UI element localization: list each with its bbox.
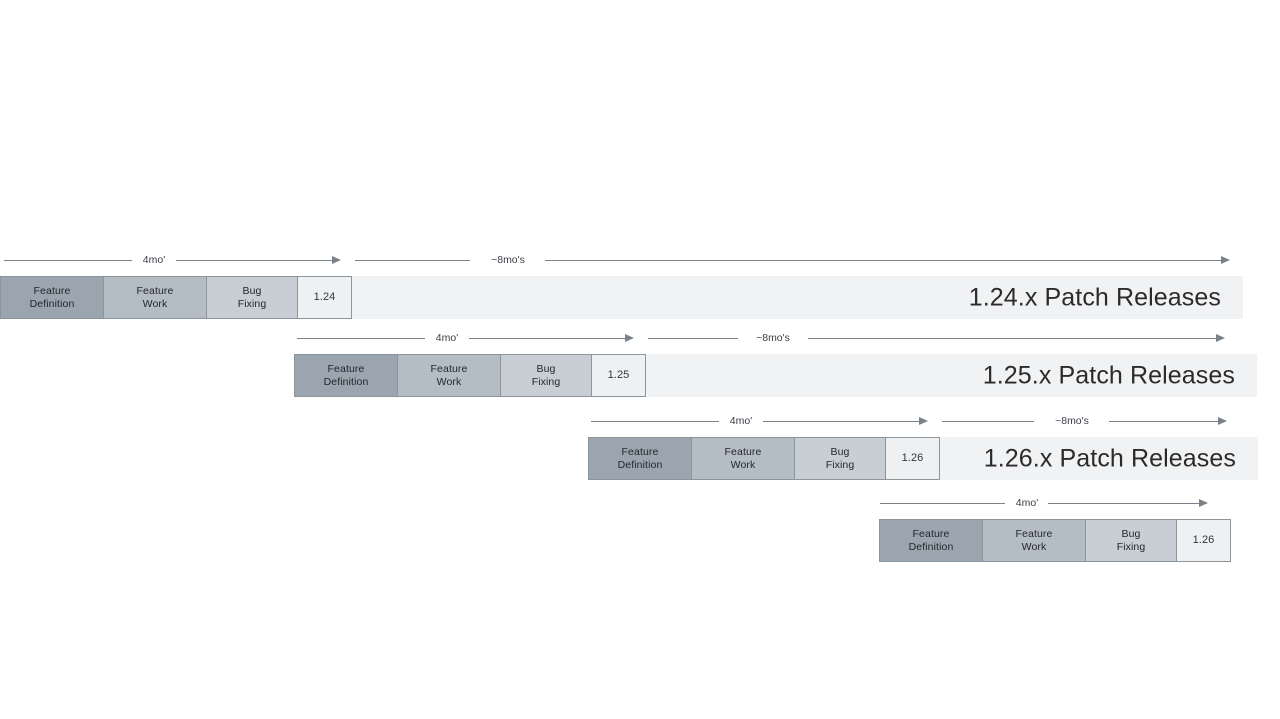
dev-duration-arrow-1-24: 4mo'	[4, 252, 344, 268]
patch-release-band-1-26: 1.26.x Patch Releases	[938, 437, 1258, 480]
arrow-segment-left	[880, 503, 1005, 504]
version-badge-1-24[interactable]: 1.24	[297, 276, 352, 319]
arrow-head-icon	[1199, 499, 1208, 507]
patch-duration-label-1-24: ~8mo's	[491, 254, 525, 266]
dev-duration-arrow-next: 4mo'	[880, 495, 1212, 511]
version-badge-label: 1.24	[313, 291, 336, 303]
version-badge-label: 1.26	[1192, 534, 1215, 546]
phase-bug-fixing-1-24[interactable]: Bug Fixing	[206, 276, 298, 319]
dev-duration-arrow-1-26: 4mo'	[591, 413, 931, 429]
patch-release-band-1-24: 1.24.x Patch Releases	[352, 276, 1243, 319]
dev-duration-label-1-25: 4mo'	[435, 332, 459, 344]
phase-bar-1-26: Feature Definition Feature Work Bug Fixi…	[588, 437, 940, 480]
phase-feature-definition-1-24[interactable]: Feature Definition	[0, 276, 104, 319]
arrow-segment-left	[648, 338, 738, 339]
phase-feature-definition-next[interactable]: Feature Definition	[879, 519, 983, 562]
phase-bug-fixing-1-26[interactable]: Bug Fixing	[794, 437, 886, 480]
arrow-segment-left	[355, 260, 470, 261]
phase-bar-1-24: Feature Definition Feature Work Bug Fixi…	[0, 276, 352, 319]
phase-label: Feature Work	[136, 284, 174, 310]
phase-bug-fixing-next[interactable]: Bug Fixing	[1085, 519, 1177, 562]
phase-bug-fixing-1-25[interactable]: Bug Fixing	[500, 354, 592, 397]
arrow-head-icon	[1221, 256, 1230, 264]
arrow-segment-right	[469, 338, 626, 339]
arrow-segment-left	[297, 338, 425, 339]
arrow-segment-left	[942, 421, 1034, 422]
patch-duration-label-1-26: ~8mo's	[1055, 415, 1089, 427]
patch-duration-arrow-1-26: ~8mo's	[942, 413, 1236, 429]
arrow-segment-right	[1109, 421, 1219, 422]
phase-label: Bug Fixing	[237, 284, 267, 310]
phase-label: Feature Definition	[617, 445, 663, 471]
arrow-segment-right	[808, 338, 1218, 339]
version-badge-1-25[interactable]: 1.25	[591, 354, 646, 397]
dev-duration-arrow-1-25: 4mo'	[297, 330, 637, 346]
arrow-segment-right	[545, 260, 1223, 261]
phase-feature-definition-1-25[interactable]: Feature Definition	[294, 354, 398, 397]
phase-label: Feature Definition	[29, 284, 75, 310]
arrow-head-icon	[919, 417, 928, 425]
patch-release-label-1-26: 1.26.x Patch Releases	[983, 444, 1236, 472]
patch-release-label-1-25: 1.25.x Patch Releases	[982, 361, 1235, 389]
version-badge-1-26[interactable]: 1.26	[885, 437, 940, 480]
phase-label: Feature Work	[430, 362, 468, 388]
dev-duration-label-next: 4mo'	[1015, 497, 1039, 509]
patch-release-band-1-25: 1.25.x Patch Releases	[645, 354, 1257, 397]
dev-duration-label-1-24: 4mo'	[142, 254, 166, 266]
arrow-segment-left	[591, 421, 719, 422]
phase-feature-work-1-25[interactable]: Feature Work	[397, 354, 501, 397]
patch-duration-label-1-25: ~8mo's	[756, 332, 790, 344]
arrow-head-icon	[1216, 334, 1225, 342]
phase-label: Bug Fixing	[531, 362, 561, 388]
phase-label: Bug Fixing	[1116, 527, 1146, 553]
patch-duration-arrow-1-25: ~8mo's	[648, 330, 1236, 346]
phase-feature-work-1-26[interactable]: Feature Work	[691, 437, 795, 480]
arrow-head-icon	[1218, 417, 1227, 425]
arrow-head-icon	[332, 256, 341, 264]
arrow-head-icon	[625, 334, 634, 342]
phase-feature-work-1-24[interactable]: Feature Work	[103, 276, 207, 319]
arrow-segment-right	[1048, 503, 1200, 504]
phase-label: Feature Definition	[323, 362, 369, 388]
phase-label: Feature Work	[724, 445, 762, 471]
phase-label: Feature Definition	[908, 527, 954, 553]
phase-feature-definition-1-26[interactable]: Feature Definition	[588, 437, 692, 480]
phase-label: Feature Work	[1015, 527, 1053, 553]
arrow-segment-right	[763, 421, 920, 422]
phase-feature-work-next[interactable]: Feature Work	[982, 519, 1086, 562]
phase-label: Bug Fixing	[825, 445, 855, 471]
dev-duration-label-1-26: 4mo'	[729, 415, 753, 427]
phase-bar-1-25: Feature Definition Feature Work Bug Fixi…	[294, 354, 646, 397]
version-badge-label: 1.25	[607, 369, 630, 381]
arrow-segment-right	[176, 260, 333, 261]
patch-release-label-1-24: 1.24.x Patch Releases	[968, 283, 1221, 311]
phase-bar-next: Feature Definition Feature Work Bug Fixi…	[879, 519, 1231, 562]
version-badge-label: 1.26	[901, 452, 924, 464]
version-badge-next[interactable]: 1.26	[1176, 519, 1231, 562]
arrow-segment-left	[4, 260, 132, 261]
patch-duration-arrow-1-24: ~8mo's	[355, 252, 1235, 268]
